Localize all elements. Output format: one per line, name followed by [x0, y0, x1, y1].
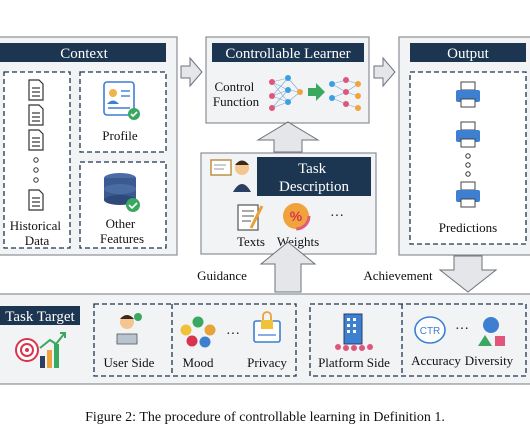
accuracy-ctr-icon: CTR — [414, 316, 446, 344]
learner-header — [212, 43, 364, 62]
accuracy-label: Accuracy — [411, 353, 461, 368]
user-side-group-box — [93, 303, 297, 377]
achievement-arrow — [438, 255, 498, 293]
vertical-ellipsis-icon — [33, 157, 39, 183]
predictions-label: Predictions — [439, 220, 498, 235]
task-to-learner-arrow — [256, 121, 320, 153]
platform-side-label: Platform Side — [318, 355, 390, 370]
control-function-label: Control Function — [213, 79, 260, 109]
database-icon — [104, 173, 140, 212]
context-title: Context — [60, 46, 108, 62]
output-title: Output — [447, 46, 490, 62]
task-description-panel: Task Description Texts % Weights ··· — [200, 152, 377, 255]
task-target-panel: Task Target User Side — [0, 293, 530, 385]
vertical-ellipsis-icon — [465, 153, 471, 177]
platform-side-ellipsis: ··· — [455, 322, 469, 337]
building-icon — [335, 313, 373, 351]
svg-text:CTR: CTR — [420, 326, 441, 337]
neural-network-output-icon — [329, 77, 361, 111]
guidance-arrow — [259, 241, 317, 293]
context-panel: Context Historical Data Profile — [0, 36, 178, 256]
profile-label: Profile — [102, 128, 138, 143]
task-target-title: Task Target — [5, 309, 75, 325]
context-header — [0, 43, 166, 62]
learner-to-output-arrow — [373, 56, 396, 88]
context-to-learner-arrow — [180, 56, 203, 88]
task-description-title: Task Description — [279, 161, 349, 195]
user-side-label: User Side — [104, 355, 155, 370]
document-stack-icon — [28, 79, 44, 211]
output-header — [410, 43, 526, 62]
task-description-header — [257, 157, 371, 196]
neural-network-icon — [269, 75, 303, 111]
output-panel: Output Predictions — [398, 36, 530, 256]
diversity-shapes-icon — [478, 317, 505, 346]
task-description-ellipsis: ··· — [330, 209, 344, 224]
learner-panel: Controllable Learner Control Function — [205, 36, 370, 124]
printer-icon — [456, 81, 480, 208]
diversity-label: Diversity — [465, 353, 514, 368]
figure-caption: Figure 2: The procedure of controllable … — [85, 410, 445, 425]
target-chart-icon — [15, 332, 66, 368]
guidance-label: Guidance — [197, 268, 247, 283]
profile-card-icon — [103, 81, 140, 120]
texts-label: Texts — [237, 234, 265, 249]
user-side-ellipsis: ··· — [226, 327, 240, 342]
privacy-label: Privacy — [247, 355, 287, 370]
achievement-label: Achievement — [363, 268, 433, 283]
green-arrow-icon — [308, 83, 325, 101]
privacy-lock-icon — [253, 311, 281, 343]
text-document-icon — [237, 204, 264, 231]
learner-title: Controllable Learner — [225, 46, 350, 62]
platform-side-group-box — [309, 303, 527, 377]
svg-text:%: % — [290, 208, 303, 224]
other-features-label: Other Features — [100, 216, 144, 246]
mood-faces-icon — [180, 316, 216, 348]
user-laptop-icon — [116, 313, 142, 345]
task-target-header — [0, 306, 80, 325]
weights-percent-icon: % — [281, 201, 311, 231]
teacher-icon — [210, 159, 251, 192]
historical-data-label: Historical Data — [10, 218, 65, 248]
mood-label: Mood — [182, 355, 214, 370]
